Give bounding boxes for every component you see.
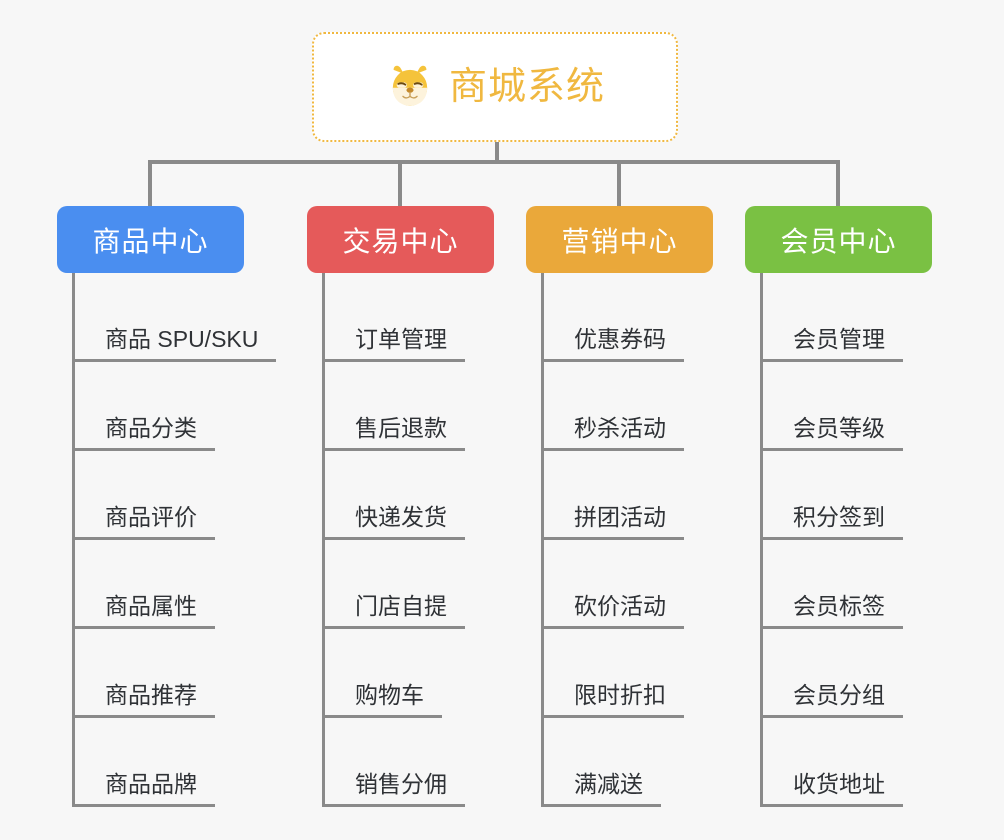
category-box-2[interactable]: 交易中心 <box>307 206 494 273</box>
leaf-item-label: 订单管理 <box>355 325 447 352</box>
category-label: 会员中心 <box>780 225 897 257</box>
leaf-item-underline: 砍价活动 <box>544 592 684 629</box>
leaf-item[interactable]: 砍价活动 <box>541 540 684 629</box>
root-title: 商城系统 <box>448 66 605 108</box>
leaf-item-underline: 商品评价 <box>75 503 215 540</box>
leaf-item-label: 收货地址 <box>793 770 885 797</box>
leaf-item-label: 购物车 <box>355 681 424 708</box>
leaf-item[interactable]: 订单管理 <box>322 273 465 362</box>
leaf-item[interactable]: 优惠券码 <box>541 273 684 362</box>
leaf-item-label: 门店自提 <box>355 592 447 619</box>
leaf-item-underline: 收货地址 <box>763 770 903 807</box>
leaf-item[interactable]: 商品 SPU/SKU <box>72 273 277 362</box>
leaf-spine <box>72 273 75 807</box>
leaf-item[interactable]: 秒杀活动 <box>541 362 684 451</box>
connector-branch-1 <box>148 160 152 208</box>
leaf-item-label: 商品分类 <box>105 414 197 441</box>
category-label: 交易中心 <box>342 225 459 257</box>
leaf-item[interactable]: 门店自提 <box>322 540 465 629</box>
leaf-item[interactable]: 购物车 <box>322 629 465 718</box>
leaf-item-underline: 商品推荐 <box>75 681 215 718</box>
connector-branch-4 <box>836 160 840 208</box>
leaf-item[interactable]: 销售分佣 <box>322 718 465 807</box>
leaf-item-underline: 商品品牌 <box>75 770 215 807</box>
leaf-item-label: 砍价活动 <box>574 592 666 619</box>
leaf-item-underline: 会员分组 <box>763 681 903 718</box>
leaf-item[interactable]: 商品属性 <box>72 540 276 629</box>
leaf-item-underline: 销售分佣 <box>325 770 465 807</box>
leaf-column-3: 优惠券码秒杀活动拼团活动砍价活动限时折扣满减送 <box>541 273 684 807</box>
leaf-item[interactable]: 会员标签 <box>760 540 903 629</box>
leaf-item-label: 商品评价 <box>105 503 197 530</box>
leaf-column-1: 商品 SPU/SKU 商品分类商品评价商品属性商品推荐商品品牌 <box>72 273 277 807</box>
leaf-item[interactable]: 会员管理 <box>760 273 903 362</box>
root-node[interactable]: 商城系统 <box>312 32 678 142</box>
leaf-item-underline: 商品分类 <box>75 414 215 451</box>
leaf-item[interactable]: 拼团活动 <box>541 451 684 540</box>
leaf-item-label: 商品推荐 <box>105 681 197 708</box>
leaf-item-underline: 拼团活动 <box>544 503 684 540</box>
category-box-1[interactable]: 商品中心 <box>57 206 244 273</box>
leaf-item-underline: 门店自提 <box>325 592 465 629</box>
leaf-item-label: 商品 SPU/SKU <box>105 325 259 352</box>
leaf-item-label: 销售分佣 <box>355 770 447 797</box>
connector-horizontal-bus <box>150 160 840 164</box>
leaf-item-label: 商品品牌 <box>105 770 197 797</box>
leaf-item-label: 满减送 <box>574 770 643 797</box>
leaf-item-underline: 会员管理 <box>763 325 903 362</box>
leaf-item-underline: 会员等级 <box>763 414 903 451</box>
leaf-item[interactable]: 商品品牌 <box>72 718 276 807</box>
leaf-column-4: 会员管理会员等级积分签到会员标签会员分组收货地址 <box>760 273 903 807</box>
leaf-item[interactable]: 限时折扣 <box>541 629 684 718</box>
leaf-item-label: 会员管理 <box>793 325 885 352</box>
leaf-item-underline: 商品 SPU/SKU <box>75 325 277 362</box>
leaf-item[interactable]: 会员分组 <box>760 629 903 718</box>
category-label: 营销中心 <box>561 225 678 257</box>
leaf-item-underline: 快递发货 <box>325 503 465 540</box>
leaf-item-underline: 购物车 <box>325 681 442 718</box>
leaf-item[interactable]: 会员等级 <box>760 362 903 451</box>
leaf-item-underline: 优惠券码 <box>544 325 684 362</box>
leaf-item-label: 秒杀活动 <box>574 414 666 441</box>
connector-branch-2 <box>398 160 402 208</box>
category-label: 商品中心 <box>92 225 209 257</box>
leaf-item-underline: 订单管理 <box>325 325 465 362</box>
leaf-item-underline: 满减送 <box>544 770 661 807</box>
leaf-item-underline: 积分签到 <box>763 503 903 540</box>
connector-branch-3 <box>617 160 621 208</box>
leaf-item-label: 积分签到 <box>793 503 885 530</box>
leaf-spine <box>760 273 763 807</box>
leaf-item[interactable]: 满减送 <box>541 718 684 807</box>
leaf-item[interactable]: 售后退款 <box>322 362 465 451</box>
leaf-item-label: 会员等级 <box>793 414 885 441</box>
category-box-4[interactable]: 会员中心 <box>745 206 932 273</box>
leaf-item-label: 会员分组 <box>793 681 885 708</box>
dog-face-icon <box>392 65 428 106</box>
leaf-item[interactable]: 商品评价 <box>72 451 276 540</box>
leaf-item-label: 拼团活动 <box>574 503 666 530</box>
leaf-item-label: 会员标签 <box>793 592 885 619</box>
leaf-item-label: 优惠券码 <box>574 325 666 352</box>
leaf-item[interactable]: 积分签到 <box>760 451 903 540</box>
leaf-item-label: 商品属性 <box>105 592 197 619</box>
leaf-item-label: 售后退款 <box>355 414 447 441</box>
leaf-spine <box>541 273 544 807</box>
leaf-item[interactable]: 商品分类 <box>72 362 276 451</box>
connector-root-stem <box>495 142 499 162</box>
leaf-item-label: 限时折扣 <box>574 681 666 708</box>
leaf-item-underline: 会员标签 <box>763 592 903 629</box>
leaf-item-underline: 商品属性 <box>75 592 215 629</box>
leaf-item-label: 快递发货 <box>355 503 447 530</box>
leaf-item[interactable]: 收货地址 <box>760 718 903 807</box>
leaf-item[interactable]: 快递发货 <box>322 451 465 540</box>
leaf-item-underline: 售后退款 <box>325 414 465 451</box>
leaf-column-2: 订单管理售后退款快递发货门店自提购物车销售分佣 <box>322 273 465 807</box>
leaf-item-underline: 秒杀活动 <box>544 414 684 451</box>
leaf-item[interactable]: 商品推荐 <box>72 629 276 718</box>
category-box-3[interactable]: 营销中心 <box>526 206 713 273</box>
leaf-item-underline: 限时折扣 <box>544 681 684 718</box>
leaf-spine <box>322 273 325 807</box>
